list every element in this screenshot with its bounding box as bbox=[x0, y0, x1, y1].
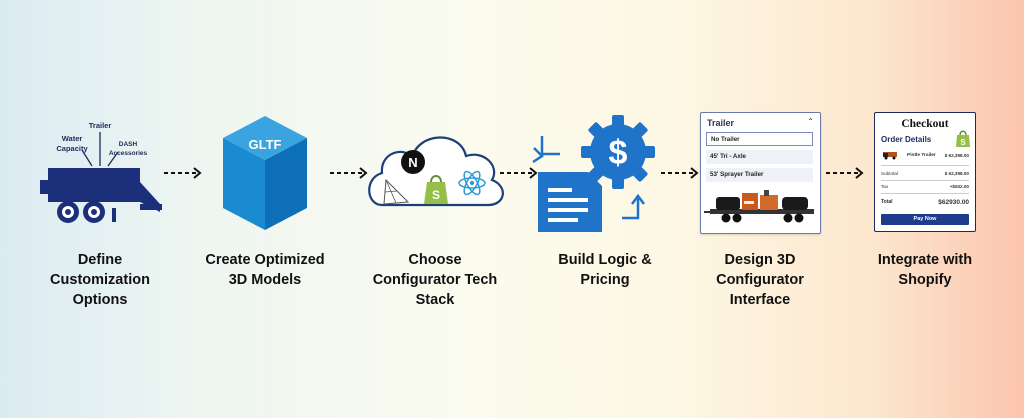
step-label: Build Logic & Pricing bbox=[558, 252, 652, 288]
item-price: $ 62,398.00 bbox=[944, 153, 969, 158]
tax-row: Tax +$532.00 bbox=[881, 184, 969, 189]
configurator-panel: Trailer ⌃ No Trailer 45' Tri - Axle 53' … bbox=[700, 112, 821, 234]
callout-dash-1: DASH bbox=[119, 141, 138, 148]
step-create-models: GLTF Create Optimized 3D Models bbox=[190, 0, 340, 418]
pay-now-button[interactable]: Pay Now bbox=[881, 214, 969, 225]
shopify-icon: S bbox=[956, 130, 970, 147]
cube-label: GLTF bbox=[249, 137, 282, 152]
step-tech-stack: N S Choose Configurator Tech Stack bbox=[360, 0, 510, 418]
arrow-right-icon bbox=[500, 167, 538, 179]
svg-text:S: S bbox=[960, 138, 966, 147]
svg-text:$: $ bbox=[609, 134, 628, 172]
trailer-diagram-icon: Trailer Water Capacity DASH Accessories bbox=[40, 121, 162, 223]
order-details-heading: Order Details bbox=[881, 135, 932, 144]
chevron-up-icon[interactable]: ⌃ bbox=[807, 117, 814, 126]
arrow-right-icon bbox=[164, 167, 202, 179]
gltf-cube-icon: GLTF bbox=[223, 116, 307, 230]
divider bbox=[881, 180, 969, 181]
panel-title: Trailer bbox=[707, 118, 735, 128]
divider bbox=[881, 193, 969, 194]
arrow-right-icon bbox=[330, 167, 368, 179]
trailer-thumbnail bbox=[883, 152, 897, 160]
step-label: Choose Configurator Tech Stack bbox=[372, 252, 498, 308]
step-label: Define Customization Options bbox=[50, 252, 150, 308]
svg-text:S: S bbox=[432, 188, 440, 202]
option-no-trailer[interactable]: No Trailer bbox=[706, 132, 813, 146]
arrow-right-icon bbox=[826, 167, 864, 179]
callout-trailer: Trailer bbox=[89, 121, 112, 130]
step-define-options: Trailer Water Capacity DASH Accessories … bbox=[0, 0, 190, 418]
callout-water-1: Water bbox=[62, 134, 83, 143]
subtotal-row: Subtotal $ 62,398.00 bbox=[881, 171, 969, 176]
callout-water-2: Capacity bbox=[56, 144, 88, 153]
step-logic-pricing: $ Build Logic & Pricing bbox=[530, 0, 680, 418]
step-design-interface-label: Design 3D Configurator Interface bbox=[716, 252, 804, 308]
svg-text:N: N bbox=[408, 155, 417, 170]
divider bbox=[881, 165, 969, 166]
step-label: Create Optimized 3D Models bbox=[205, 252, 325, 288]
option-tri-axle[interactable]: 45' Tri - Axle bbox=[706, 150, 813, 164]
item-name: Pintle Trailer bbox=[907, 153, 936, 158]
callout-dash-2: Accessories bbox=[109, 150, 148, 157]
step-shopify-label: Integrate with Shopify bbox=[877, 252, 973, 288]
checkout-title: Checkout bbox=[901, 118, 949, 130]
trailer-model-image bbox=[704, 190, 814, 223]
checkout-card: Checkout Order Details S Pintle Trailer … bbox=[874, 112, 976, 232]
total-row: Total $62930.00 bbox=[881, 199, 969, 206]
pricing-gear-icon: $ bbox=[532, 115, 655, 232]
arrow-right-icon bbox=[661, 167, 699, 179]
option-sprayer[interactable]: 53' Sprayer Trailer bbox=[706, 168, 813, 182]
tech-cloud-icon: N S bbox=[368, 136, 504, 207]
